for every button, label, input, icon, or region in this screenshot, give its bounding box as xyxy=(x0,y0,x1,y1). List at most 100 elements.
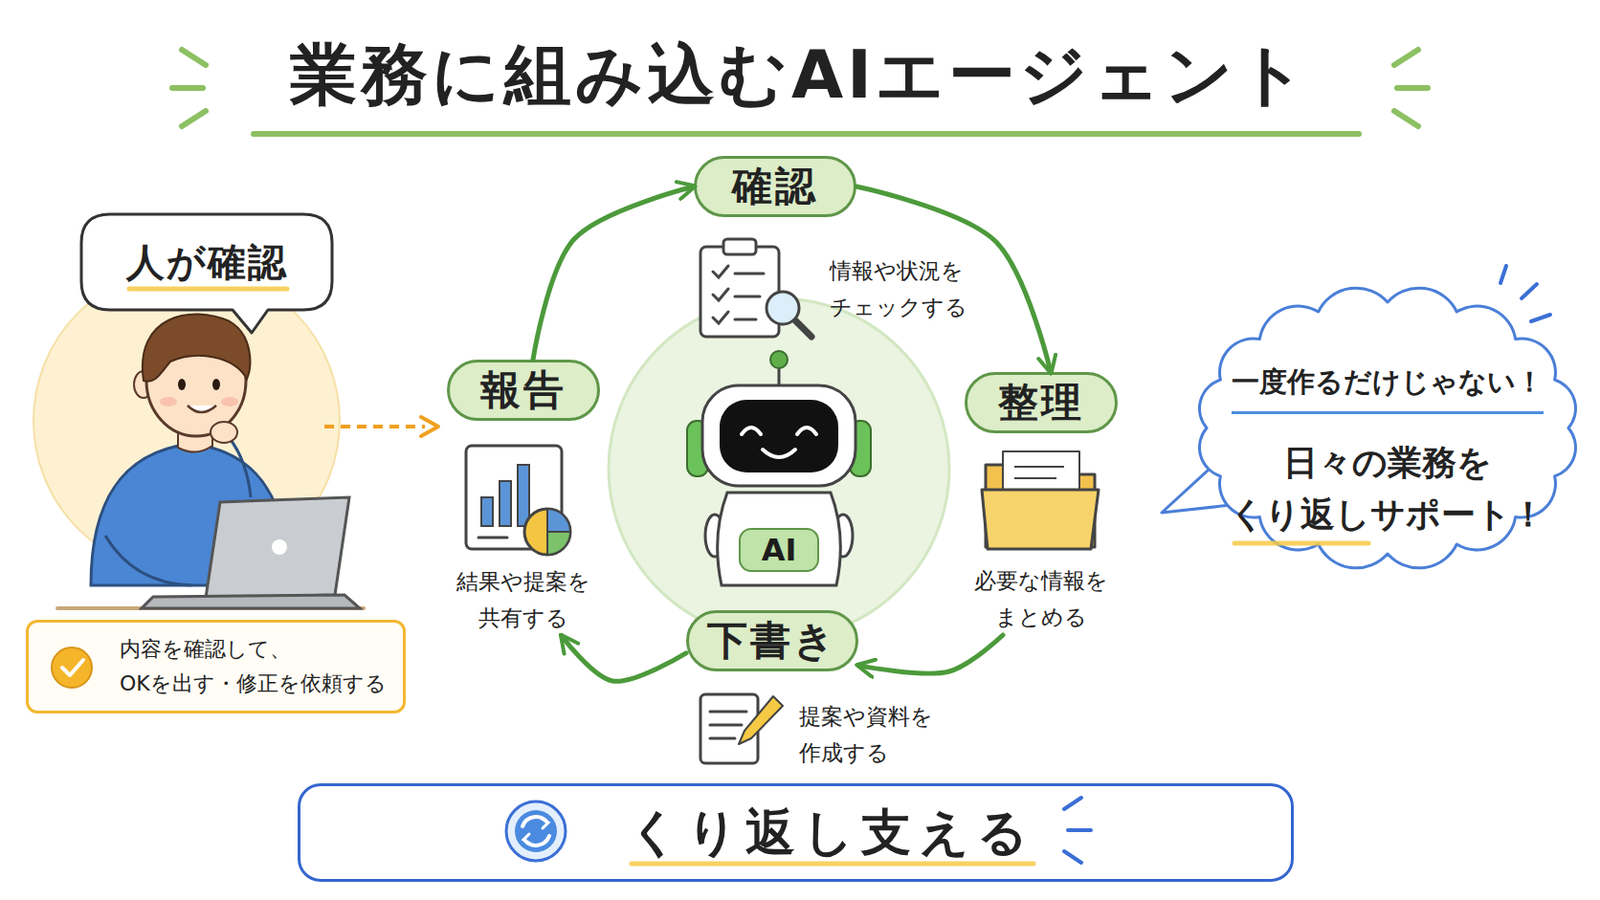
diagram-title: 業務に組み込むAIエージェント xyxy=(0,34,1600,115)
person-illustration xyxy=(221,397,239,407)
highlight-underline xyxy=(129,288,1369,865)
callout-text: 日々の業務を くり返しサポート！ xyxy=(1215,437,1560,541)
person-illustration xyxy=(141,595,360,609)
person-illustration xyxy=(210,422,238,444)
robot-illustration xyxy=(762,449,796,458)
accent-marks xyxy=(1067,828,1091,833)
robot-illustration xyxy=(608,298,950,640)
step-pill: 下書き提案や資料を 作成する xyxy=(686,610,859,672)
accent-marks xyxy=(1064,266,1551,864)
robot-illustration xyxy=(719,400,839,473)
cycle-arrow xyxy=(858,635,1003,674)
chart-icon xyxy=(517,465,530,527)
document-icon xyxy=(738,696,783,745)
clipboard-icon xyxy=(734,318,756,322)
person-illustration xyxy=(187,405,217,413)
clipboard-icon xyxy=(700,246,779,337)
note-text: 内容を確認して、 OKを出す・修正を依頼する xyxy=(119,632,396,702)
person-illustration xyxy=(142,313,250,381)
title-decoration xyxy=(253,131,1359,137)
cycle-icon xyxy=(523,834,531,845)
step-description: 提案や資料を 作成する xyxy=(799,698,972,772)
step-group: 整理必要な情報を まとめる xyxy=(945,372,1137,636)
highlight-underline xyxy=(129,287,288,292)
title-decoration xyxy=(1394,111,1419,127)
bubble-outline xyxy=(81,214,333,334)
step-description: 情報や状況を チェックする xyxy=(829,252,1012,326)
check-icon xyxy=(51,647,92,689)
clipboard-icon xyxy=(712,288,729,301)
folder-icon xyxy=(981,489,1099,550)
speech-bubble: 人が確認 xyxy=(81,214,333,311)
cycle-arrow xyxy=(561,636,687,682)
dashed-pointer-arrow xyxy=(324,417,439,437)
folder-icon xyxy=(981,451,1099,550)
clipboard-icon xyxy=(700,239,812,337)
document-icon xyxy=(710,737,735,741)
chart-icon xyxy=(481,497,493,527)
title-decoration xyxy=(181,111,206,127)
chart-icon xyxy=(499,481,512,527)
callout-heading: 一度作るだけじゃない！ xyxy=(1231,361,1544,415)
person-illustration xyxy=(33,267,364,609)
clipboard-icon xyxy=(734,272,764,276)
chart-icon xyxy=(547,532,571,556)
speech-text: 人が確認 xyxy=(126,236,289,289)
cycle-icon xyxy=(514,810,557,853)
folder-icon xyxy=(1014,466,1065,468)
title-decoration xyxy=(172,85,203,91)
chart-icon xyxy=(547,509,571,533)
step-description: 必要な情報を まとめる xyxy=(945,562,1137,636)
step-pill: 確認情報や状況を チェックする xyxy=(693,155,857,218)
chart-icon xyxy=(524,509,571,556)
document-icon xyxy=(710,711,747,714)
clipboard-icon xyxy=(723,239,756,255)
step-title: 報告 xyxy=(446,359,600,422)
document-icon xyxy=(710,724,742,728)
title-decoration xyxy=(181,49,206,66)
highlight-underline xyxy=(1234,541,1369,547)
robot-illustration xyxy=(741,427,761,435)
robot-illustration xyxy=(770,351,788,369)
robot-illustration xyxy=(702,385,856,487)
cycle-arrow xyxy=(533,186,694,360)
cycle-icon xyxy=(506,801,566,862)
accent-marks xyxy=(1521,284,1537,299)
chart-icon xyxy=(478,536,508,540)
robot-illustration xyxy=(608,298,950,640)
step-title: 下書き xyxy=(707,615,838,667)
banner-text: くり返し支える xyxy=(628,800,1036,867)
step-group: 報告結果や提案を 共有する xyxy=(427,359,620,637)
dashed-pointer-arrow xyxy=(324,424,425,429)
cloud-outline xyxy=(1199,288,1576,569)
person-illustration xyxy=(159,397,178,407)
robot-illustration xyxy=(717,492,842,586)
cycle-icon xyxy=(524,836,550,846)
cycle-icon xyxy=(506,801,566,862)
robot-illustration xyxy=(739,529,819,572)
folder-icon xyxy=(1014,477,1057,480)
person-illustration xyxy=(105,535,192,586)
accent-marks xyxy=(1064,851,1082,864)
dashed-pointer-arrow xyxy=(421,417,439,437)
clipboard-icon xyxy=(794,319,812,337)
cycle-icon xyxy=(541,819,549,829)
check-icon xyxy=(62,660,84,676)
step-title: 整理 xyxy=(964,372,1118,434)
cloud-callout: 一度作るだけじゃない！ 日々の業務を くり返しサポート！ xyxy=(1191,287,1584,570)
badge-text: AI xyxy=(739,529,819,572)
person-illustration xyxy=(205,497,350,599)
title-decoration xyxy=(1394,49,1419,66)
document-icon xyxy=(700,694,783,764)
clipboard-icon xyxy=(712,311,729,324)
accent-marks xyxy=(1064,798,1082,810)
title-decoration xyxy=(1397,85,1428,91)
person-illustration xyxy=(212,378,221,391)
clipboard-icon xyxy=(766,291,800,325)
step-description: 結果や提案を 共有する xyxy=(427,563,620,637)
person-illustration xyxy=(177,378,186,391)
person-illustration xyxy=(271,539,288,556)
accent-marks xyxy=(1500,266,1507,284)
cycle-icon xyxy=(522,817,548,827)
